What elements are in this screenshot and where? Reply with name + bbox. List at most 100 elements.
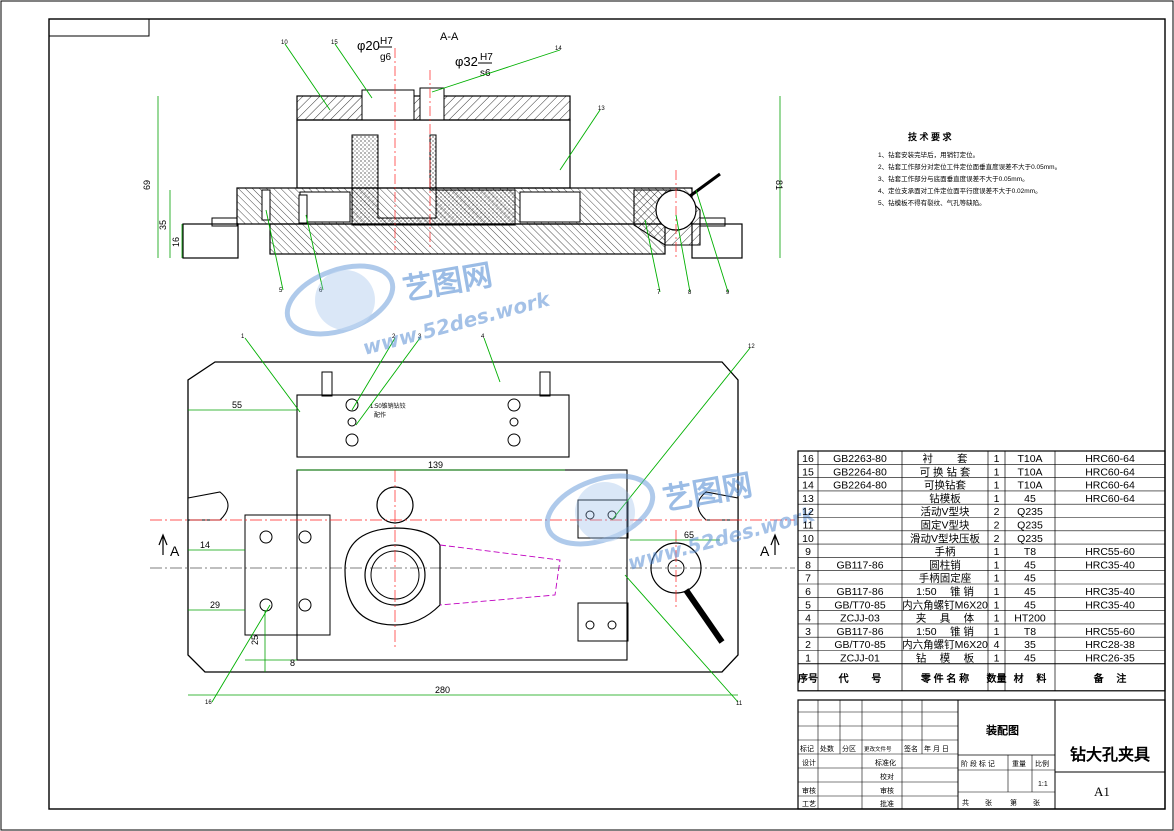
- bom-cell-material: 45: [1024, 559, 1036, 571]
- title-block-text: 标记 处数 分区 更改文件号 签名 年 月 日 设计 标准化 校对 审核 审核 …: [800, 723, 1150, 808]
- bom-cell-qty: 1: [994, 626, 1000, 638]
- leader-10: 10: [281, 40, 288, 46]
- bom-cell-qty: 1: [994, 586, 1000, 598]
- bom-cell-note: HRC35-40: [1085, 586, 1135, 598]
- leader-14: 14: [555, 46, 562, 52]
- dim-14: 14: [200, 540, 210, 550]
- tb-sign: 签名: [904, 744, 918, 753]
- bom-cell-note: HRC55-60: [1085, 546, 1135, 558]
- drill-plate-top: [296, 394, 570, 458]
- bom-cell-qty: 2: [994, 506, 1000, 518]
- fit-lower-den: s6: [480, 68, 491, 79]
- tb-weight: 重量: [1012, 760, 1026, 768]
- tb-change-doc: 更改文件号: [864, 745, 892, 753]
- tech-line-2: 2、钻套工作部分对定位工件定位面垂直度误差不大于0.05mm。: [878, 162, 1061, 171]
- bom-cell-name: 衬 套: [923, 452, 968, 465]
- bom-cell-no: 13: [802, 493, 814, 505]
- bom-cell-material: 45: [1024, 586, 1036, 598]
- bom-cell-note: HRC60-64: [1085, 466, 1135, 478]
- tech-line-5: 5、钻模板不得有裂纹、气孔等缺陷。: [878, 198, 986, 207]
- leader-7: 7: [657, 290, 661, 296]
- inner-frame: [48, 18, 1166, 810]
- section-view: A-A φ20 H7 g6 φ32 H7: [142, 31, 784, 296]
- watermark-brand: 艺图网: [400, 258, 495, 308]
- watermark-2: 艺图网 www.52des.work: [544, 468, 819, 575]
- bom-cell-no: 9: [805, 546, 811, 558]
- corner-code-box: [48, 18, 150, 37]
- drawing-title: 钻大孔夹具: [1070, 745, 1150, 764]
- bom-cell-no: 3: [805, 626, 811, 638]
- bom-cell-name: 可换钻套: [924, 479, 966, 492]
- bom-cell-note: HRC55-60: [1085, 626, 1135, 638]
- title-block: [797, 699, 1166, 810]
- fit-upper: φ20: [357, 38, 380, 53]
- bom-header-name: 零 件 名 称: [920, 672, 969, 685]
- globe-icon: [315, 270, 375, 330]
- bom-cell-material: T8: [1024, 546, 1036, 558]
- tb-proof: 校对: [880, 772, 894, 781]
- dim-8: 8: [290, 658, 295, 668]
- bom-cell-no: 11: [803, 520, 814, 532]
- leader-11: 11: [736, 701, 743, 707]
- fit-lower-num: H7: [480, 52, 493, 63]
- tech-line-1: 1、钻套安装完毕后，用销钉定位。: [878, 150, 979, 159]
- leader-4: 4: [481, 334, 485, 340]
- bom-cell-note: HRC60-64: [1085, 480, 1135, 492]
- bom-cell-no: 16: [802, 453, 814, 465]
- tech-requirements: 技 术 要 求 1、钻套安装完毕后，用销钉定位。 2、钻套工作部分对定位工件定位…: [878, 131, 1061, 207]
- bom-header-no: 序号: [798, 672, 818, 685]
- bom-header-code: 代 号: [838, 672, 882, 685]
- watermark-1: 艺图网 www.52des.work: [284, 258, 554, 360]
- bom-cell-name: 手柄固定座: [919, 572, 972, 585]
- bom-cell-code: GB117-86: [836, 626, 883, 638]
- fit-lower: φ32: [455, 54, 478, 69]
- bom-cell-name: 内六角螺钉M6X20: [902, 598, 988, 611]
- tb-page: 第 张: [1010, 798, 1040, 807]
- bom-cell-qty: 1: [994, 599, 1000, 611]
- bom-header-material: 材 料: [1014, 672, 1047, 685]
- bom-cell-qty: 1: [994, 466, 1000, 478]
- bom-cell-material: Q235: [1017, 533, 1043, 545]
- leader-5: 5: [279, 288, 283, 294]
- bom-cell-no: 12: [802, 506, 814, 518]
- bom-cell-no: 10: [802, 533, 814, 545]
- tb-stage: 阶 段 标 记: [961, 759, 995, 768]
- dim-35: 35: [158, 220, 168, 230]
- bom-cell-no: 6: [805, 586, 811, 598]
- leader-6: 6: [319, 288, 323, 294]
- bom-cell-qty: 1: [994, 480, 1000, 492]
- bom-cell-qty: 4: [994, 639, 1000, 651]
- globe-icon: [575, 482, 635, 542]
- bom-cell-code: GB2263-80: [833, 453, 887, 465]
- bom-cell-note: HRC26-35: [1085, 653, 1135, 665]
- tb-craft: 工艺: [802, 800, 816, 808]
- bom-header-qty: 数量: [987, 672, 1007, 685]
- bom-cell-note: HRC35-40: [1085, 599, 1135, 611]
- bom-cell-no: 1: [805, 653, 811, 665]
- bom-cell-no: 5: [805, 599, 811, 611]
- bom-cell-name: 1:50 锥 销: [916, 625, 974, 638]
- bom-header-note: 备 注: [1093, 672, 1127, 685]
- section-label: A-A: [440, 31, 459, 43]
- bom-cell-code: ZCJJ-03: [840, 613, 880, 625]
- dim-16: 16: [171, 237, 181, 247]
- section-arrow-right: A: [760, 543, 770, 559]
- dim-139: 139: [428, 460, 443, 470]
- tech-title: 技 术 要 求: [908, 131, 953, 142]
- tech-line-4: 4、定位支承面对工件定位面平行度误差不大于0.02mm。: [878, 186, 1042, 195]
- dim-69: 69: [142, 180, 152, 190]
- bom-cell-code: ZCJJ-01: [840, 653, 880, 665]
- fit-upper-num: H7: [380, 36, 393, 47]
- bom-cell-material: T10A: [1017, 453, 1042, 465]
- bom-cell-name: 夹 具 体: [916, 612, 975, 625]
- bom-cell-name: 可 换 钻 套: [920, 465, 971, 478]
- tb-scale: 比例: [1035, 759, 1049, 768]
- bom-cell-note: HRC60-64: [1085, 493, 1135, 505]
- bom-cell-material: T10A: [1017, 480, 1042, 492]
- bom-cell-note: HRC60-64: [1085, 453, 1135, 465]
- tb-count: 处数: [820, 744, 834, 753]
- bom-cell-material: Q235: [1017, 520, 1043, 532]
- dim-65: 65: [684, 530, 694, 540]
- tb-ratify: 批准: [880, 799, 894, 808]
